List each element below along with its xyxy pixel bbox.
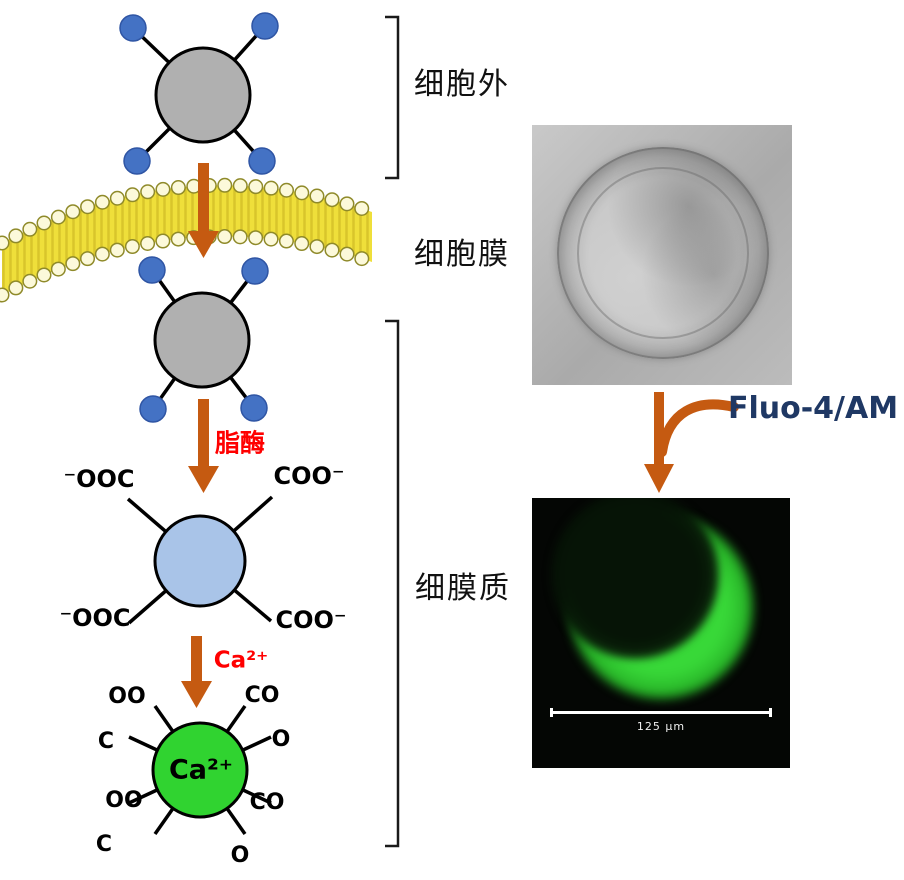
am-ester-group — [241, 257, 269, 285]
label-cell-membrane: 细胞膜 — [414, 237, 510, 272]
label-carboxylate: COO⁻ — [273, 462, 345, 490]
label-chelate-group: OO — [105, 788, 143, 813]
label-chelate-group: CO — [249, 790, 285, 815]
label-chelate-group: OO — [108, 684, 146, 709]
membrane-head-row-bottom — [0, 230, 378, 301]
am-ester-group — [119, 14, 147, 42]
molecule-fluo4am-intracellular — [138, 256, 269, 423]
label-chelate-group: C — [95, 832, 113, 857]
label-chelate-group: C — [97, 729, 115, 754]
bracket-extracellular — [385, 15, 400, 180]
am-ester-group — [139, 395, 167, 423]
membrane-head-row-top — [0, 179, 378, 249]
scale-bar — [550, 708, 772, 717]
label-carboxylate: COO⁻ — [275, 606, 347, 634]
molecule-fluo4am-extracellular — [119, 12, 279, 175]
dye-core-blue — [153, 514, 247, 608]
am-ester-group — [251, 12, 279, 40]
molecule-fluo4-deesterified — [126, 495, 274, 625]
cell-brightfield — [557, 147, 769, 359]
bracket-cytoplasm — [385, 319, 400, 848]
arrow-fluo4am-curved — [657, 399, 739, 457]
label-chelate-group: CO — [244, 683, 280, 708]
label-fluo4am: Fluo-4/AM — [727, 391, 899, 426]
scale-bar-label: 125 μm — [636, 720, 686, 733]
fluorescence-micrograph: 125 μm — [532, 498, 790, 768]
arrow-calcium-step — [181, 636, 212, 708]
arrow-lipase-step — [188, 399, 219, 493]
label-calcium-step: Ca²⁺ — [213, 647, 269, 674]
arrow-enter-membrane — [188, 163, 219, 258]
label-carboxylate: ⁻OOC — [63, 465, 135, 493]
am-ester-group — [123, 147, 151, 175]
label-chelate-group: O — [230, 843, 250, 868]
label-carboxylate: ⁻OOC — [59, 604, 131, 632]
dye-core-green — [151, 721, 249, 819]
brightfield-micrograph — [532, 125, 792, 385]
membrane-core — [2, 185, 372, 295]
label-cytoplasm: 细膜质 — [415, 571, 511, 606]
cell-dark-center — [550, 498, 720, 660]
am-ester-group — [138, 256, 166, 284]
am-ester-group — [240, 394, 268, 422]
label-lipase: 脂酶 — [214, 428, 266, 458]
dye-core — [153, 291, 251, 389]
am-ester-group — [248, 147, 276, 175]
cell-membrane-bilayer — [0, 177, 380, 303]
label-extracellular: 细胞外 — [414, 67, 510, 102]
molecule-fluo4-calcium-bound — [128, 704, 272, 836]
label-chelate-group: O — [271, 727, 291, 752]
dye-core — [154, 46, 252, 144]
label-calcium-bound: Ca²⁺ — [168, 754, 234, 786]
